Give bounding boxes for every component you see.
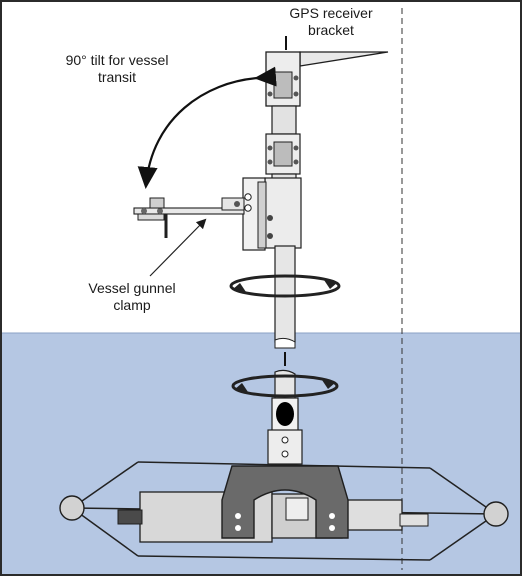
clamp-label: Vessel gunnel clamp [62,280,202,314]
gps-bracket-label: GPS receiver bracket [276,5,386,39]
towfish-body [59,461,509,561]
tilt-label-line1: 90° tilt for vessel [65,52,169,68]
clamp-label-line2: clamp [113,297,151,313]
mid-pole-upper [274,245,296,349]
gps-bracket-label-line1: GPS receiver [289,5,373,21]
curved-tilt-arrow-icon [137,66,277,189]
tilt-label: 90° tilt for vessel transit [42,52,192,86]
gps-bracket-label-line2: bracket [308,22,354,38]
clamp-pointer-arrow [149,218,207,277]
rotation-arrow-icon-lower [231,374,339,398]
gunnel-clamp [133,177,267,251]
clamp-label-line1: Vessel gunnel [88,280,176,296]
mid-pole-lower [267,369,303,465]
tilt-label-line2: transit [97,69,137,85]
rotation-arrow-icon [229,274,341,298]
